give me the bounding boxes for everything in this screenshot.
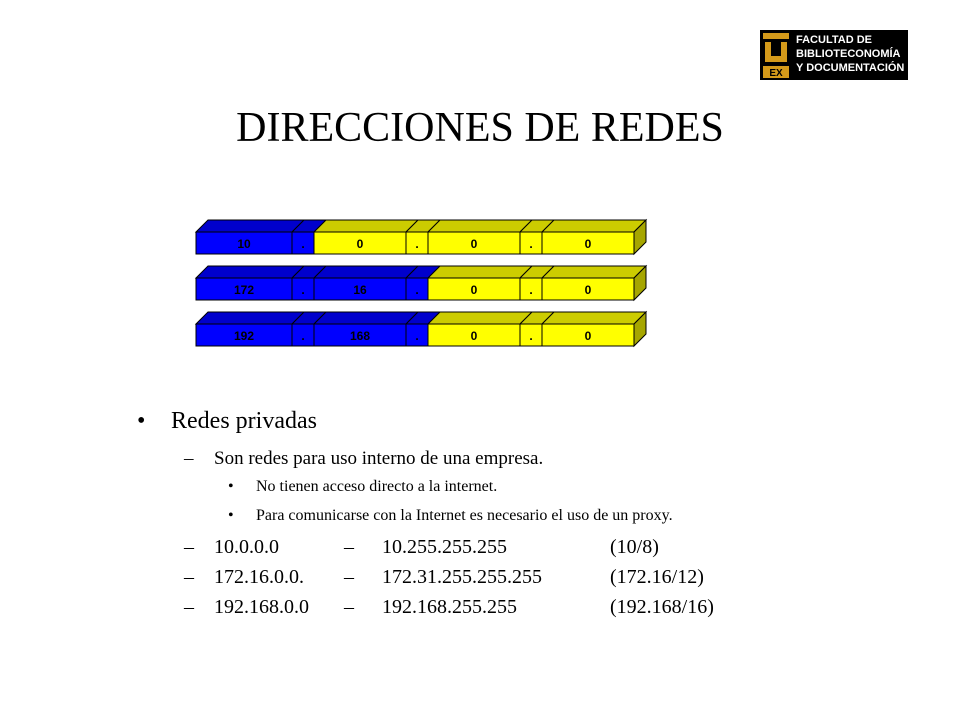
- octet-label: 0: [585, 283, 592, 297]
- detail-text: Para comunicarse con la Internet es nece…: [256, 507, 673, 524]
- octet-separator: .: [415, 283, 418, 297]
- bullet-marker: •: [137, 408, 146, 434]
- range-dash: –: [344, 596, 354, 618]
- octet-separator: .: [529, 329, 532, 343]
- octet-label: 0: [471, 329, 478, 343]
- dash-marker: –: [184, 536, 194, 558]
- octet-separator: .: [415, 329, 418, 343]
- range-end: 10.255.255.255: [382, 536, 507, 558]
- octet-separator: .: [301, 237, 304, 251]
- faculty-logo: EX FACULTAD DE BIBLIOTECONOMÍA Y DOCUMEN…: [760, 30, 908, 80]
- slide-title: DIRECCIONES DE REDES: [236, 105, 724, 151]
- octet-separator: .: [529, 283, 532, 297]
- dot-marker: •: [228, 478, 234, 495]
- range-end: 172.31.255.255.255: [382, 566, 542, 588]
- octet-label: 168: [350, 329, 370, 343]
- range-start: 192.168.0.0: [214, 596, 309, 618]
- octet-label: 0: [471, 283, 478, 297]
- ip-blocks-svg: 10. 0. 0. 0 172. 16. 0. 0 192. 168. 0. 0: [194, 218, 648, 348]
- ip-octet-block: [541, 231, 635, 255]
- ip-address-diagram: 10. 0. 0. 0 172. 16. 0. 0 192. 168. 0. 0: [190, 218, 650, 358]
- range-cidr: (10/8): [610, 536, 659, 558]
- dot-marker: •: [228, 507, 234, 524]
- range-dash: –: [344, 566, 354, 588]
- octet-separator: .: [415, 237, 418, 251]
- sub-bullet-text: Son redes para uso interno de una empres…: [214, 448, 544, 469]
- dash-marker: –: [184, 448, 194, 469]
- range-start: 172.16.0.0.: [214, 566, 304, 588]
- svg-text:EX: EX: [769, 68, 783, 79]
- ip-octet-block: [541, 277, 635, 301]
- octet-label: 172: [234, 283, 254, 297]
- range-cidr: (192.168/16): [610, 596, 714, 618]
- range-end: 192.168.255.255: [382, 596, 517, 618]
- faculty-name: FACULTAD DE BIBLIOTECONOMÍA Y DOCUMENTAC…: [792, 30, 908, 80]
- octet-label: 192: [234, 329, 254, 343]
- octet-separator: .: [529, 237, 532, 251]
- ip-octet-block: [541, 323, 635, 347]
- octet-label: 10: [237, 237, 251, 251]
- octet-label: 0: [585, 237, 592, 251]
- octet-label: 0: [357, 237, 364, 251]
- bullet-text: Redes privadas: [171, 408, 317, 434]
- octet-separator: .: [301, 283, 304, 297]
- octet-separator: .: [301, 329, 304, 343]
- range-start: 10.0.0.0: [214, 536, 279, 558]
- dash-marker: –: [184, 566, 194, 588]
- range-dash: –: [344, 536, 354, 558]
- dash-marker: –: [184, 596, 194, 618]
- range-cidr: (172.16/12): [610, 566, 704, 588]
- university-emblem-icon: EX: [760, 30, 792, 80]
- octet-label: 16: [353, 283, 367, 297]
- octet-label: 0: [585, 329, 592, 343]
- octet-label: 0: [471, 237, 478, 251]
- detail-text: No tienen acceso directo a la internet.: [256, 478, 498, 495]
